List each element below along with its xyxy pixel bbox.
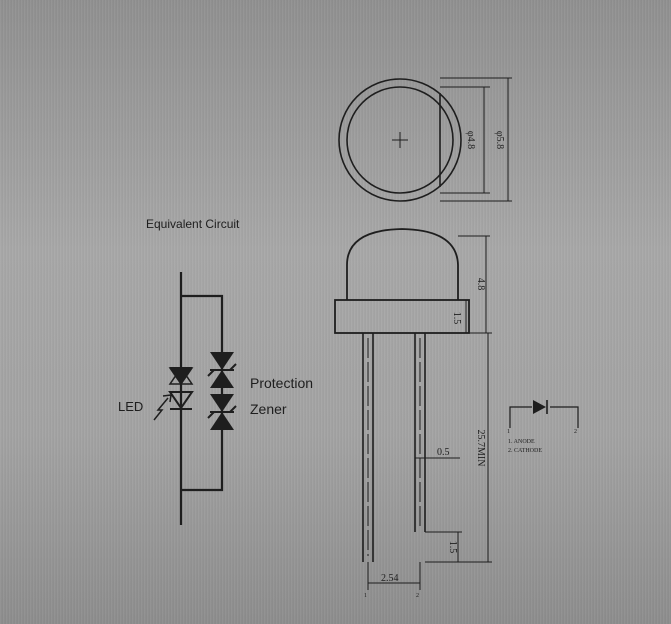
pin1-number: 1	[364, 593, 367, 599]
dim-lead-end: 1.5	[447, 541, 458, 554]
led-diode-symbol	[168, 366, 194, 410]
led-label: LED	[118, 399, 143, 414]
light-emission-arrows-icon	[153, 394, 172, 421]
dim-top-outer: φ5.8	[494, 131, 505, 149]
lead-2	[414, 333, 426, 532]
zener-label-line1: Protection	[250, 375, 313, 391]
equivalent-circuit	[153, 272, 237, 525]
pin2-number: 2	[416, 593, 419, 599]
dim-pitch: 2.54	[381, 573, 399, 584]
circuit-title: Equivalent Circuit	[146, 217, 240, 231]
legend-cathode: 2. CATHODE	[508, 448, 542, 454]
pin-legend-symbol	[509, 400, 579, 428]
circuit-loop	[181, 294, 224, 492]
dome-outline	[346, 228, 459, 300]
lead-1	[362, 333, 374, 562]
legend-pin2-mark: 2	[574, 429, 577, 435]
dim-flange: 1.5	[451, 312, 462, 325]
dim-lead-width: 0.5	[437, 447, 450, 458]
dim-height: 4.8	[475, 278, 486, 291]
top-outer-circle	[338, 78, 462, 202]
top-inner-circle	[346, 86, 454, 194]
side-view	[334, 228, 492, 590]
zener-diode-symbol	[207, 352, 237, 430]
dim-lead-length: 25.7MIN	[475, 430, 486, 467]
zener-label-line2: Zener	[250, 401, 287, 417]
top-view	[338, 77, 512, 202]
dim-top-inner: φ4.8	[465, 131, 476, 149]
legend-pin1-mark: 1	[507, 429, 510, 435]
center-mark	[392, 132, 408, 148]
legend-anode: 1. ANODE	[508, 439, 535, 445]
flange	[334, 299, 470, 334]
